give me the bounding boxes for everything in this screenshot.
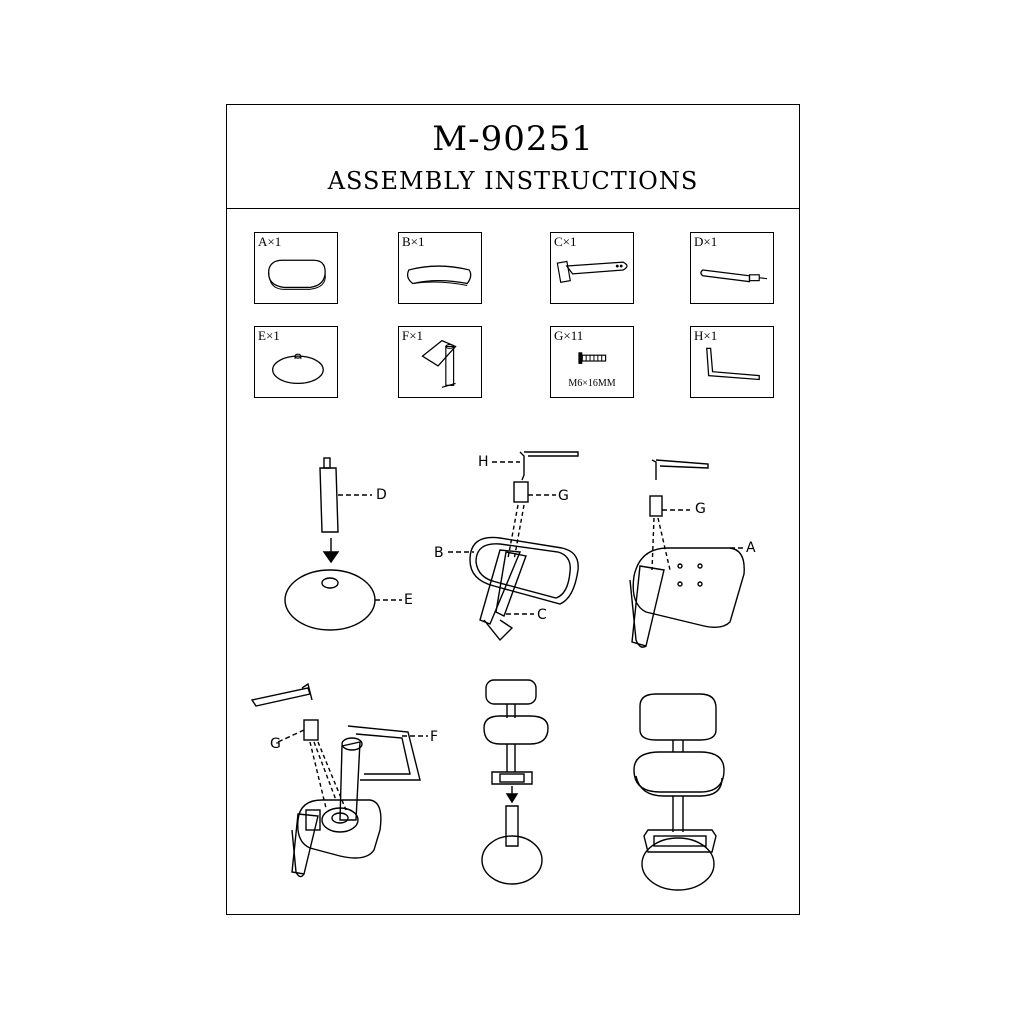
- page-title: ASSEMBLY INSTRUCTIONS: [327, 167, 699, 195]
- screw-spec: M6×16MM: [568, 378, 616, 389]
- part-a-label: A×1: [258, 234, 282, 249]
- part-h: H×1: [690, 326, 774, 398]
- instruction-sheet: M-90251 ASSEMBLY INSTRUCTIONS: [226, 104, 800, 915]
- part-d-label: D×1: [694, 234, 718, 249]
- callout-step3-a: A: [746, 540, 756, 556]
- step-2-diagram: [448, 451, 579, 642]
- step-3-diagram: [629, 459, 745, 648]
- header: M-90251 ASSEMBLY INSTRUCTIONS: [227, 105, 799, 209]
- backrest-pad-icon: [406, 265, 472, 286]
- seat-cushion-icon: [267, 259, 326, 290]
- part-g: G×11 M6×16MM: [550, 326, 634, 398]
- gas-cylinder-icon: [700, 269, 768, 283]
- callout-step2-b: B: [434, 545, 444, 561]
- part-b: B×1: [398, 232, 482, 304]
- part-e: E×1: [254, 326, 338, 398]
- back-bracket-icon: [556, 260, 628, 283]
- part-f-label: F×1: [402, 328, 424, 343]
- callout-step2-g: G: [558, 488, 569, 504]
- callout-step4-g: G: [270, 736, 281, 752]
- footrest-column-icon: [421, 339, 457, 388]
- step-6-diagram: [633, 693, 725, 891]
- part-h-label: H×1: [694, 328, 718, 343]
- part-d: D×1: [690, 232, 774, 304]
- allen-key-icon: [706, 347, 760, 381]
- round-base-icon: [272, 353, 324, 385]
- part-c: C×1: [550, 232, 634, 304]
- callout-step2-h: H: [478, 454, 489, 470]
- step-1-diagram: [284, 457, 402, 631]
- model-number: M-90251: [432, 119, 594, 159]
- callout-step4-f: F: [430, 729, 439, 745]
- step-4-diagram: [250, 682, 428, 878]
- part-a: A×1: [254, 232, 338, 304]
- callout-step2-c: C: [537, 607, 547, 623]
- part-g-label: G×11: [554, 328, 584, 343]
- step-5-diagram: [481, 679, 549, 885]
- part-b-label: B×1: [402, 234, 425, 249]
- callout-step1-d: D: [376, 487, 387, 503]
- part-e-label: E×1: [258, 328, 280, 343]
- screw-icon: [578, 352, 607, 364]
- part-f: F×1: [398, 326, 482, 398]
- callout-step3-g: G: [695, 501, 706, 517]
- part-c-label: C×1: [554, 234, 577, 249]
- callout-step1-e: E: [404, 592, 413, 608]
